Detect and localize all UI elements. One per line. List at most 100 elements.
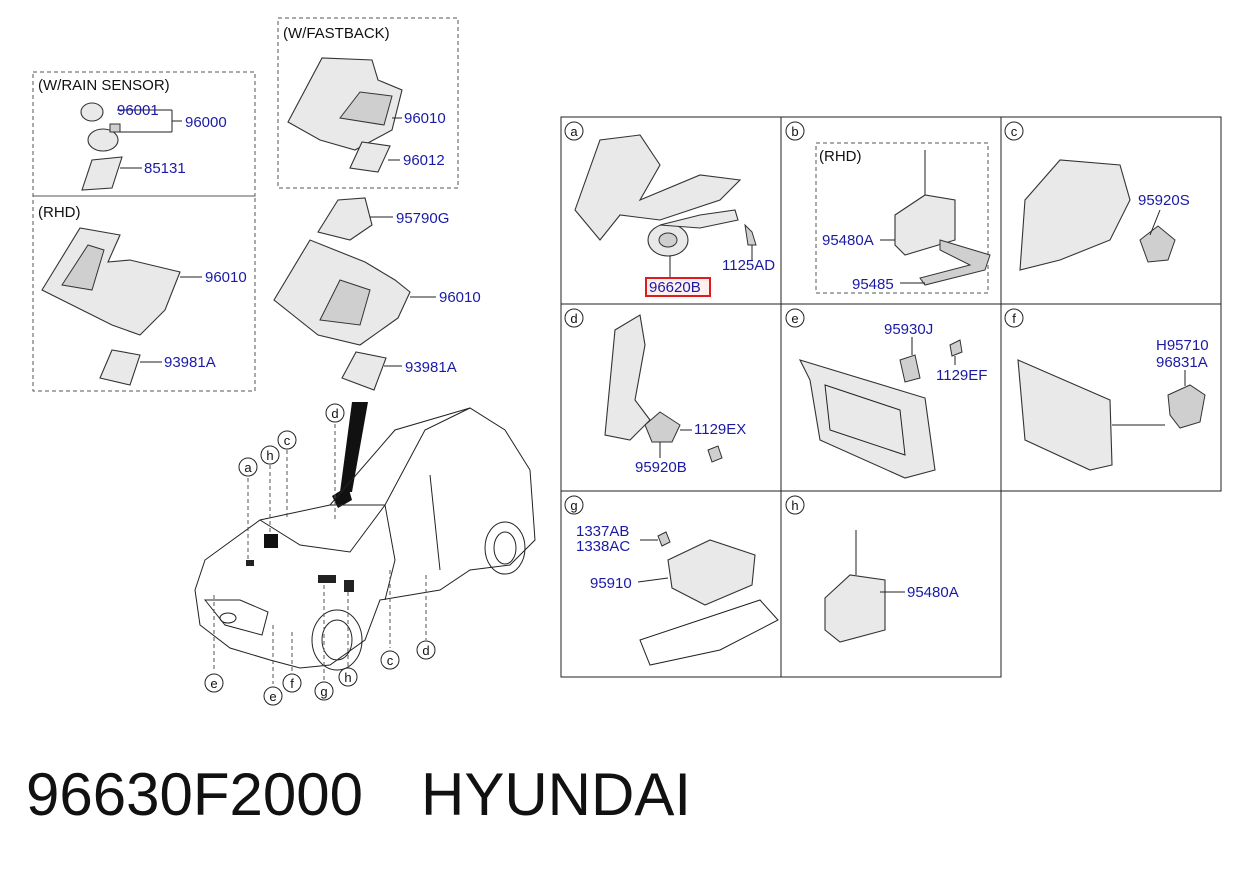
svg-text:d: d [422, 643, 429, 658]
door-panel-part [1019, 159, 1131, 271]
camera-housing-part [317, 197, 373, 241]
part-label-96010-mid[interactable]: 96010 [439, 289, 481, 306]
svg-text:h: h [266, 448, 273, 463]
panel-letter-a: a [570, 124, 578, 139]
sensor-unit-f-part [1167, 384, 1206, 429]
panel-grid [560, 116, 1222, 678]
svg-text:c: c [387, 653, 394, 668]
panel-letter-d: d [570, 311, 577, 326]
car-callout-d-bottom[interactable]: d [416, 640, 436, 660]
part-label-93981a-mid[interactable]: 93981A [405, 359, 457, 376]
part-label-95920s[interactable]: 95920S [1138, 192, 1190, 209]
part-label-1125ad[interactable]: 1125AD [722, 257, 775, 274]
highlighted-part-box [645, 277, 711, 297]
console-module-part [99, 349, 141, 386]
panel-a: a 96620B 1125AD [564, 121, 775, 297]
gasket-ring-part [80, 102, 104, 122]
svg-text:a: a [244, 460, 252, 475]
panel-b: b (RHD) 95480A 95485 [785, 121, 991, 294]
nut-part [657, 531, 671, 547]
panel-letter-b: b [791, 124, 798, 139]
panel-h: h 95480A [785, 495, 959, 643]
group-label-fastback: (W/FASTBACK) [283, 25, 390, 42]
footer-brand: HYUNDAI [420, 761, 692, 828]
part-label-93981a-rhd[interactable]: 93981A [164, 354, 216, 371]
panel-f: f H95710 96831A [1004, 308, 1209, 471]
svg-text:e: e [269, 689, 276, 704]
part-label-95480a-h[interactable]: 95480A [907, 584, 959, 601]
airbag-control-module-part [667, 539, 756, 606]
svg-text:c: c [284, 433, 291, 448]
part-label-95920b[interactable]: 95920B [635, 459, 687, 476]
svg-text:e: e [210, 676, 217, 691]
car-callout-c-top[interactable]: c [277, 430, 297, 450]
part-label-85131[interactable]: 85131 [144, 160, 186, 177]
car-callout-e-left[interactable]: e [204, 673, 224, 693]
part-label-h95710[interactable]: H95710 [1156, 337, 1209, 354]
impact-sensor-c-part [1139, 225, 1176, 263]
part-label-96010-rhd[interactable]: 96010 [205, 269, 247, 286]
svg-text:d: d [331, 406, 338, 421]
part-label-1129ef[interactable]: 1129EF [936, 367, 987, 384]
pillar-part [604, 314, 651, 441]
panel-letter-c: c [1011, 124, 1018, 139]
svg-text:h: h [344, 670, 351, 685]
car-callout-h-top[interactable]: h [260, 445, 280, 465]
car-callout-e-bottom[interactable]: e [263, 686, 283, 706]
part-label-1338ac[interactable]: 1338AC [576, 538, 630, 555]
part-label-95480a-b[interactable]: 95480A [822, 232, 874, 249]
footer-part-number: 96630F2000 [26, 761, 363, 828]
impact-sensor-e-part [899, 354, 921, 383]
panel-letter-e: e [791, 311, 798, 326]
part-label-96620b[interactable]: 96620B [649, 279, 701, 296]
part-label-1337ab[interactable]: 1337AB [576, 523, 629, 540]
module-bracket-part [919, 239, 991, 286]
group-label-rain-sensor: (W/RAIN SENSOR) [38, 77, 170, 94]
overhead-console-part [41, 227, 181, 336]
panel-letter-g: g [570, 498, 577, 513]
car-callout-f[interactable]: f [282, 673, 302, 693]
panel-e: e 95930J 1129EF [785, 308, 987, 479]
fastback-module-part [349, 141, 391, 173]
part-label-95485[interactable]: 95485 [852, 276, 894, 293]
part-label-96010-fastback[interactable]: 96010 [404, 110, 446, 127]
car-illustration: a h c d e e f g h c d [194, 402, 536, 706]
radiator-support-e-part [798, 359, 936, 479]
svg-text:g: g [320, 684, 327, 699]
group-middle-parts: 95790G 96010 93981A [273, 197, 481, 391]
car-callout-a[interactable]: a [238, 457, 258, 477]
part-label-96012[interactable]: 96012 [403, 152, 445, 169]
car-callout-g[interactable]: g [314, 681, 334, 701]
car-callout-h-bottom[interactable]: h [338, 667, 358, 687]
part-label-95930j[interactable]: 95930J [884, 321, 933, 338]
part-label-95910[interactable]: 95910 [590, 575, 632, 592]
car-callout-c-bottom[interactable]: c [380, 650, 400, 670]
part-label-96001[interactable]: 96001 [117, 102, 159, 119]
panel-g: g 1337AB 1338AC 95910 [564, 495, 779, 666]
frame-bracket-part [574, 134, 742, 241]
console-module-mid-part [341, 351, 387, 391]
group-label-rhd: (RHD) [38, 204, 81, 221]
svg-text:f: f [290, 676, 294, 691]
rain-sensor-part [87, 128, 119, 152]
group-fastback: (W/FASTBACK) 96010 96012 [277, 17, 459, 189]
panel-letter-h: h [791, 498, 798, 513]
part-label-1129ex[interactable]: 1129EX [694, 421, 746, 438]
part-label-95790g[interactable]: 95790G [396, 210, 449, 227]
panel-c: c 95920S [1004, 121, 1190, 271]
panel-letter-f: f [1012, 311, 1016, 326]
part-label-96831a[interactable]: 96831A [1156, 354, 1208, 371]
part-label-96000[interactable]: 96000 [185, 114, 227, 131]
car-callout-d-top[interactable]: d [325, 403, 345, 423]
panel-b-rhd-label: (RHD) [819, 148, 862, 165]
radiator-support-f-part [1017, 359, 1113, 471]
group-rain-sensor: (W/RAIN SENSOR) 96001 96000 85131 [32, 71, 256, 197]
fastback-console-part [287, 57, 403, 151]
panel-d: d 1129EX 95920B [564, 308, 746, 476]
impact-sensor-d-part [644, 411, 681, 443]
sensor-bracket-part [81, 156, 123, 191]
footer-title: 96630F2000 HYUNDAI [26, 760, 691, 829]
antenna-module-h-part [824, 574, 886, 643]
group-rhd-left: (RHD) 96010 93981A [32, 195, 256, 392]
